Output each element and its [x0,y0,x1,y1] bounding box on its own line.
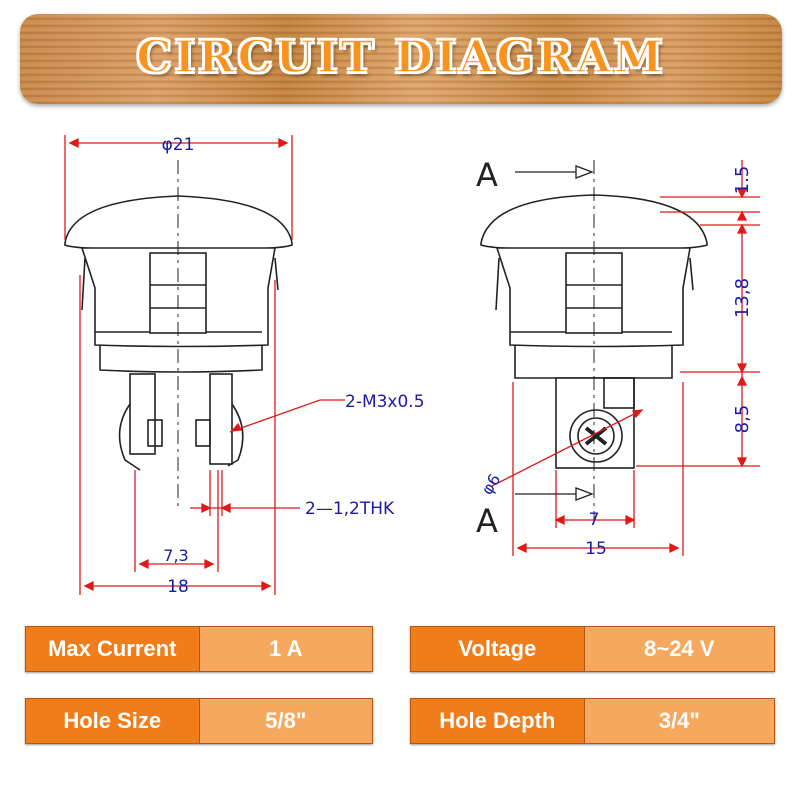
spec-hole-size: Hole Size 5/8" [25,698,373,744]
dim-phi6: φ6 [477,470,504,498]
spec-max-current: Max Current 1 A [25,626,373,672]
dim-7-3: 7,3 [163,546,188,565]
spec-label: Voltage [410,626,585,672]
banner-title: CIRCUIT DIAGRAM [136,31,666,84]
dim-7: 7 [589,510,600,530]
dim-phi21: φ21 [162,135,195,155]
spec-label: Hole Depth [410,698,585,744]
spec-value: 3/4" [584,698,775,744]
left-switch-body [64,160,293,510]
left-dimension-lines [64,135,345,595]
dim-15: 15 [585,539,607,559]
section-label-bottom: A [476,502,498,540]
dim-m3-thread: 2-M3x0.5 [345,392,425,412]
circuit-drawing: φ21 2-M3x0.5 2—1,2THK 7,3 18 [64,135,760,597]
spec-value: 1 A [199,626,373,672]
spec-hole-depth: Hole Depth 3/4" [410,698,775,744]
right-switch-body [480,160,708,520]
title-banner: CIRCUIT DIAGRAM [20,14,782,104]
spec-voltage: Voltage 8~24 V [410,626,775,672]
dim-18: 18 [167,577,189,597]
right-dimension-lines [491,160,760,556]
spec-value: 5/8" [199,698,373,744]
spec-label: Hole Size [25,698,200,744]
section-arrows [515,165,594,501]
dim-13-8: 13,8 [732,278,753,318]
dim-thickness: 2—1,2THK [305,499,395,519]
section-label-top: A [476,156,498,194]
spec-label: Max Current [25,626,200,672]
dim-1-5: 1.5 [732,166,753,195]
spec-value: 8~24 V [584,626,775,672]
dim-8-5: 8,5 [732,405,753,434]
